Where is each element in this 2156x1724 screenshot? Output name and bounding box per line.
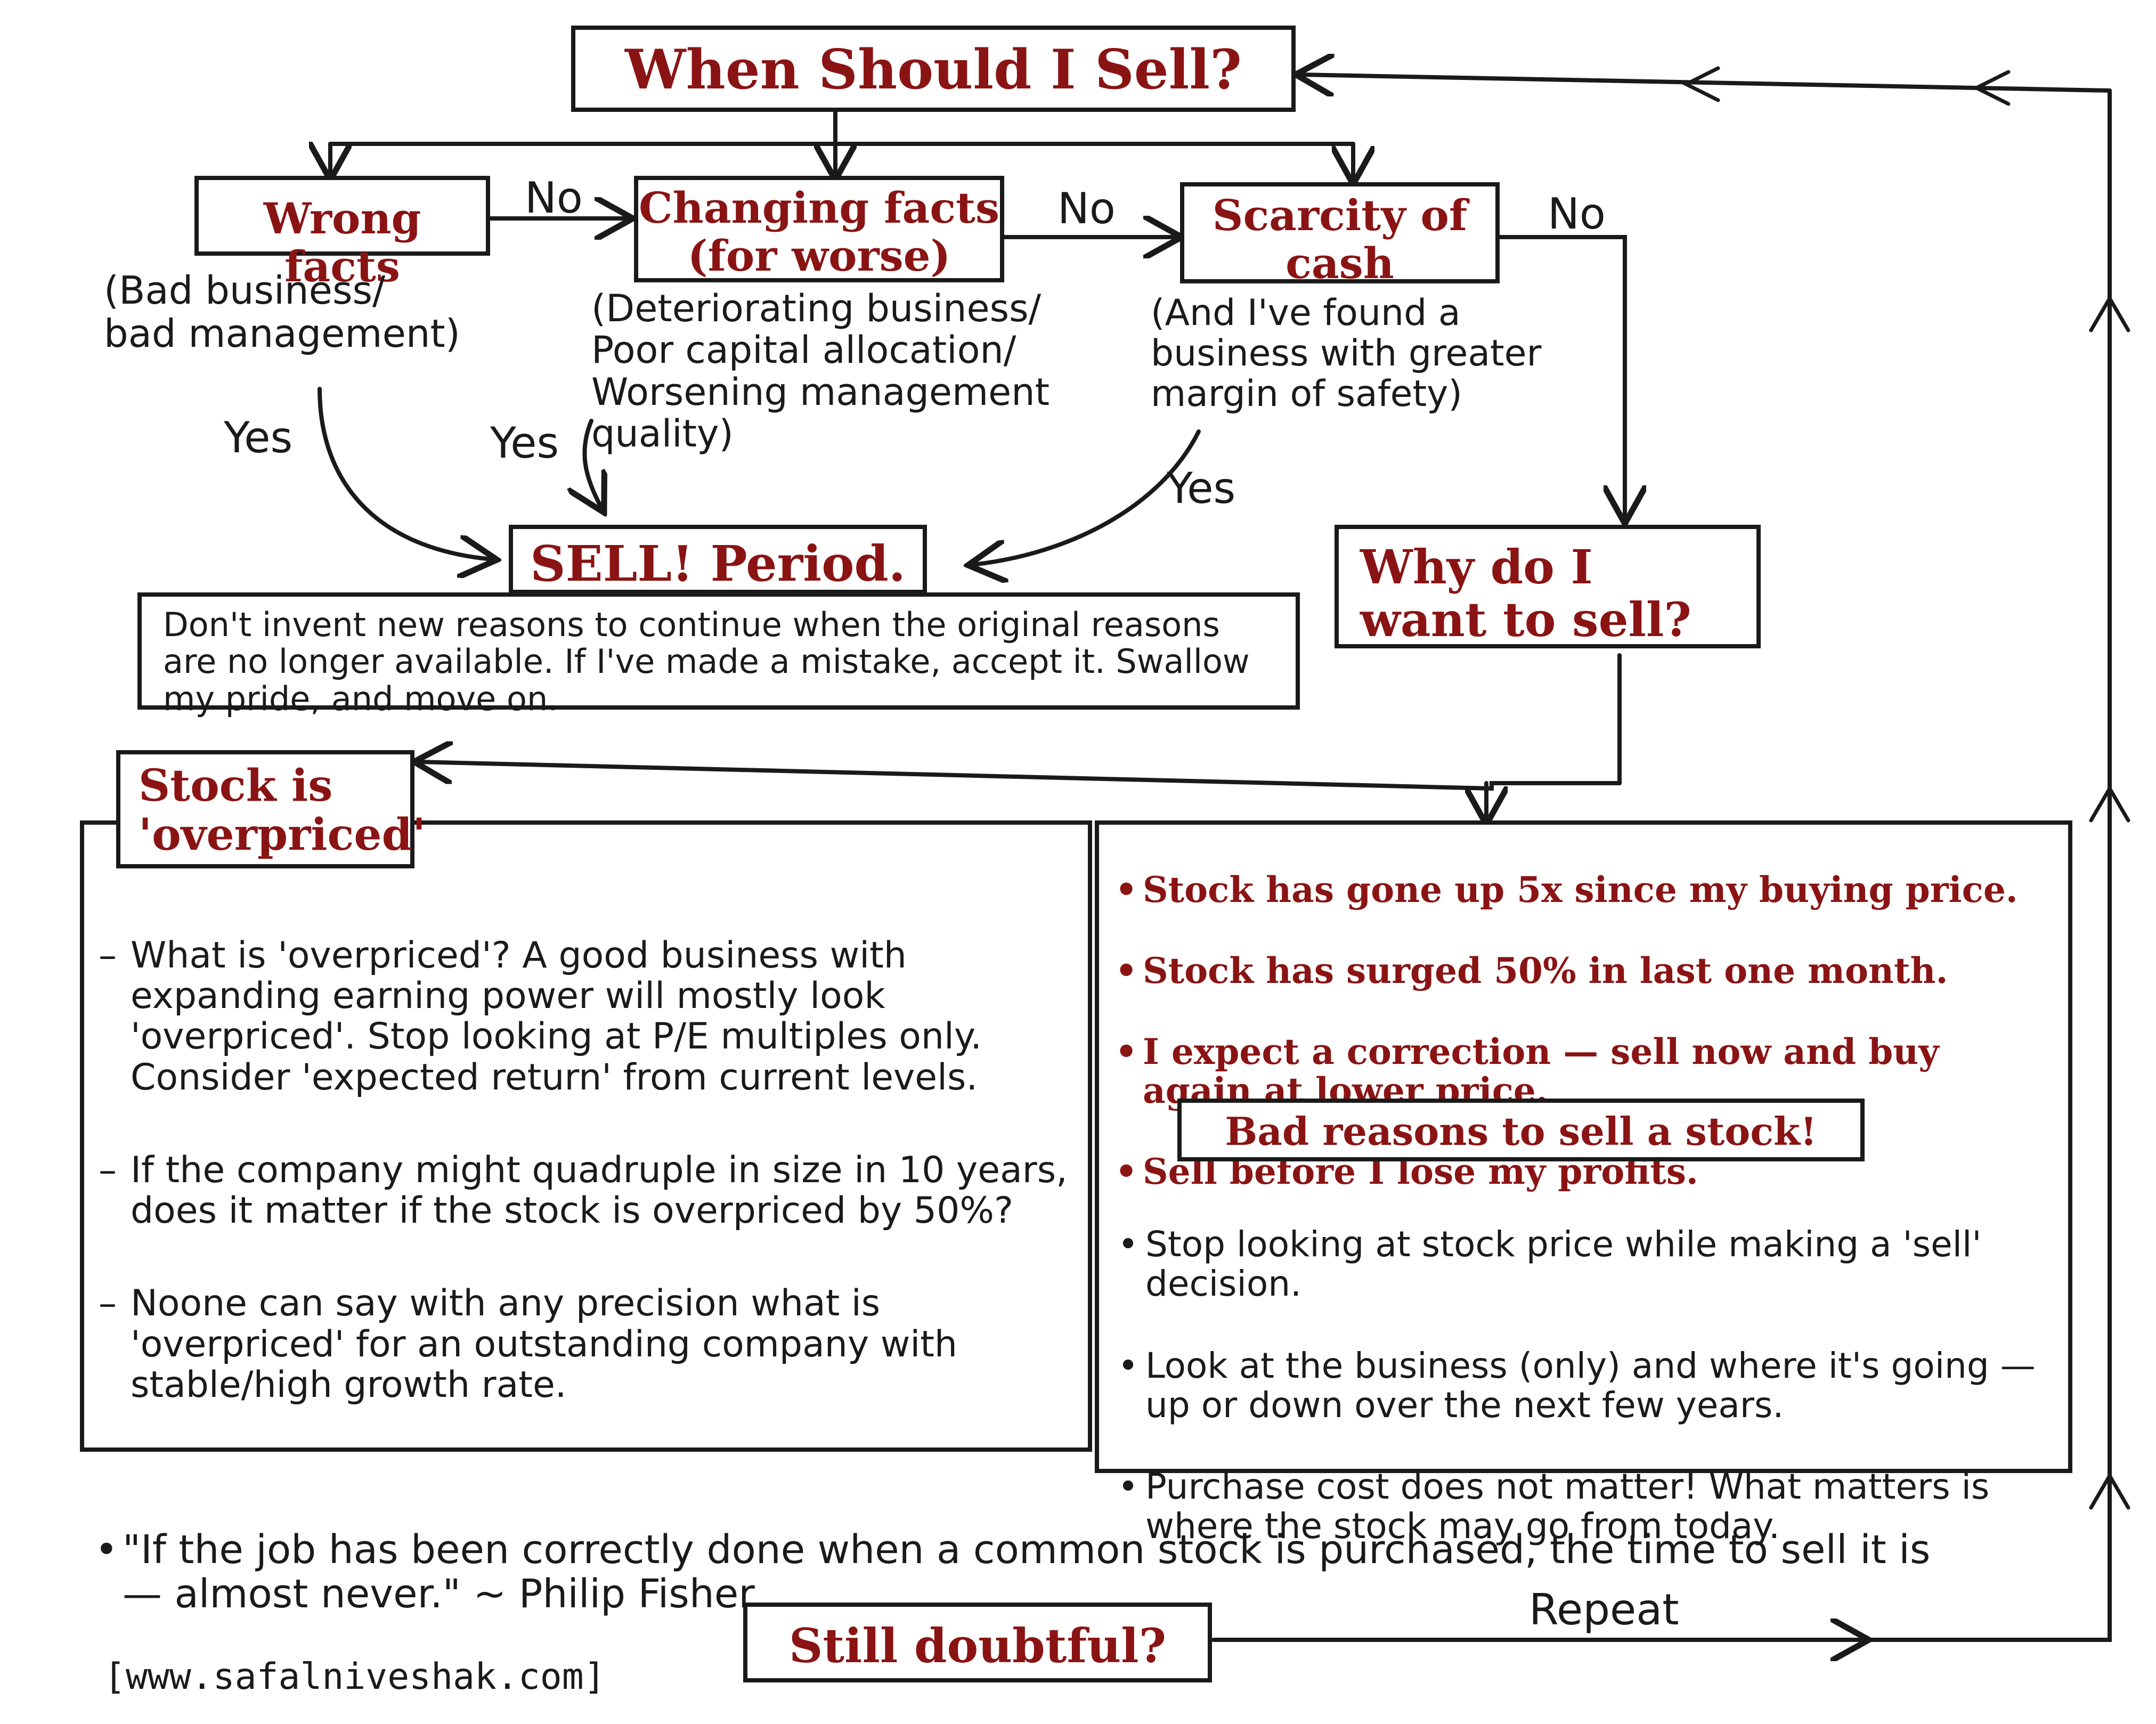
- yes-arrow-2: [584, 419, 602, 509]
- edge-label-yes-3: Yes: [1167, 463, 1236, 513]
- edge-label-yes-2: Yes: [490, 418, 559, 468]
- overpriced-point: Noone can say with any precision what is…: [99, 1283, 1068, 1405]
- page-title: When Should I Sell?: [625, 38, 1242, 102]
- scarcity-label: Scarcity of cash: [1212, 190, 1468, 288]
- changing-facts-box: Changing facts (for worse): [634, 176, 1004, 282]
- wrong-facts-box: Wrong facts: [194, 176, 490, 290]
- yes-arrow-1: [318, 387, 493, 559]
- edge-label-no-3: No: [1548, 189, 1606, 239]
- scarcity-note: (And I've found a business with greater …: [1151, 292, 1542, 416]
- advice-list: Stop looking at stock price while making…: [1113, 1185, 2062, 1589]
- sell-label: SELL! Period.: [530, 535, 906, 592]
- bad-reasons-label: Bad reasons to sell a stock!: [1225, 1109, 1817, 1154]
- bad-reason-item: Stock has gone up 5x since my buying pri…: [1111, 870, 2059, 910]
- fisher-quote-block: "If the job has been correctly done when…: [91, 1484, 1955, 1672]
- wrong-facts-note: (Bad business/ bad management): [104, 268, 460, 356]
- edge-label-no-1: No: [525, 173, 583, 223]
- wrong-facts-label: Wrong facts: [263, 193, 421, 291]
- yes-arrow-3: [972, 429, 1201, 565]
- advice-item: Look at the business (only) and where it…: [1113, 1346, 2062, 1425]
- overpriced-point: If the company might quadruple in size i…: [99, 1150, 1068, 1231]
- why-label: Why do I want to sell?: [1360, 539, 1691, 647]
- sell-box: SELL! Period.: [509, 525, 927, 594]
- still-doubtful-box: Still doubtful?: [743, 1603, 1212, 1682]
- overpriced-box: Stock is 'overpriced': [116, 750, 426, 868]
- edge-label-no-2: No: [1057, 184, 1116, 233]
- still-doubtful-label: Still doubtful?: [788, 1618, 1167, 1673]
- bad-reasons-label-box: Bad reasons to sell a stock!: [1177, 1099, 1865, 1161]
- sell-note: Don't invent new reasons to continue whe…: [163, 605, 1250, 718]
- title-box: When Should I Sell?: [571, 26, 1296, 112]
- changing-facts-label: Changing facts (for worse): [638, 183, 1000, 281]
- overpriced-point: What is 'overpriced'? A good business wi…: [99, 936, 1068, 1098]
- advice-item: Stop looking at stock price while making…: [1113, 1224, 2062, 1304]
- repeat-loop-right: [1862, 88, 2112, 1642]
- edge-label-yes-1: Yes: [224, 413, 293, 462]
- website-credit: [www.safalniveshak.com]: [104, 1656, 606, 1698]
- overpriced-points: What is 'overpriced'? A good business wi…: [99, 895, 1068, 1458]
- bad-reason-item: Stock has surged 50% in last one month.: [1111, 951, 2059, 991]
- changing-facts-note: (Deteriorating business/ Poor capital al…: [591, 287, 1050, 456]
- sell-note-box: Don't invent new reasons to continue whe…: [137, 592, 1300, 717]
- fisher-quote: "If the job has been correctly done when…: [91, 1527, 1955, 1616]
- overpriced-label: Stock is 'overpriced': [139, 760, 426, 860]
- no-arrow-3: [1498, 235, 1625, 519]
- why-box: Why do I want to sell?: [1335, 525, 1761, 648]
- bad-reasons-list: Stock has gone up 5x since my buying pri…: [1111, 831, 2059, 1233]
- split-to-overpriced: [418, 762, 1622, 791]
- scarcity-box: Scarcity of cash: [1180, 182, 1500, 287]
